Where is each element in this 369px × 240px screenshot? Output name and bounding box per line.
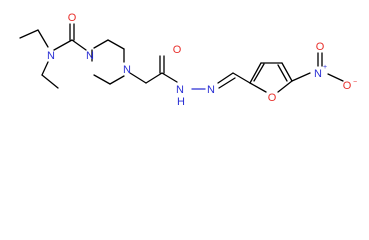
bond-ethyl1-ch3 (19, 29, 39, 39)
atom-n-piperazine-1: N (86, 50, 94, 62)
bond-furan-c2c3-2 (253, 63, 265, 82)
bond-pip-4 (109, 75, 125, 85)
bond-pip-1 (93, 39, 109, 49)
atom-n-imine: N (207, 84, 215, 96)
bond-ch2-c (145, 72, 163, 84)
atom-n-piperazine-4: N (123, 64, 131, 76)
bond-furan-c2c3-1 (249, 62, 262, 84)
molecule-structure: O N N N O N H N O N + O O − (19, 12, 357, 108)
bond-n-ch-1 (217, 72, 234, 84)
bond-c5-nitro (291, 72, 311, 82)
atom-o-hydrazide-carbonyl: O (173, 44, 182, 56)
atom-o-furan: O (268, 92, 277, 104)
bond-furan-c5o (277, 80, 293, 93)
charge-minus-nitro: − (353, 79, 357, 86)
atom-n-nitro: N (314, 68, 322, 80)
atom-n-diethylamide: N (47, 50, 55, 62)
bond-furan-c4c5-1 (281, 62, 293, 82)
bond-n-ch-2 (218, 77, 236, 89)
atom-o-urea-carbonyl: O (68, 12, 77, 24)
atom-n-hydrazide: N (176, 84, 184, 96)
bond-pipN-ch2 (129, 72, 147, 84)
bond-furan-oc2 (249, 82, 267, 93)
atom-h-hydrazide: H (177, 96, 185, 108)
bond-furan-c4c5-2 (277, 64, 288, 82)
charge-plus-nitro: + (323, 64, 327, 71)
atom-o-nitro-2: O (343, 80, 352, 92)
bond-ch-furan (232, 72, 251, 84)
bond-nitro-o2 (327, 73, 344, 82)
atom-o-nitro-1: O (316, 41, 325, 53)
bond-ethyl2-ch3 (41, 74, 59, 89)
bond-carbonyl-pipN (71, 39, 87, 51)
bond-ethyl2-ch2 (41, 61, 49, 76)
bond-pip-5 (93, 74, 111, 85)
bond-c-nh (161, 72, 178, 83)
bond-n-carbonyl (53, 39, 73, 51)
bond-pip-2 (107, 39, 125, 50)
bond-ethyl1-ch2 (37, 29, 49, 48)
